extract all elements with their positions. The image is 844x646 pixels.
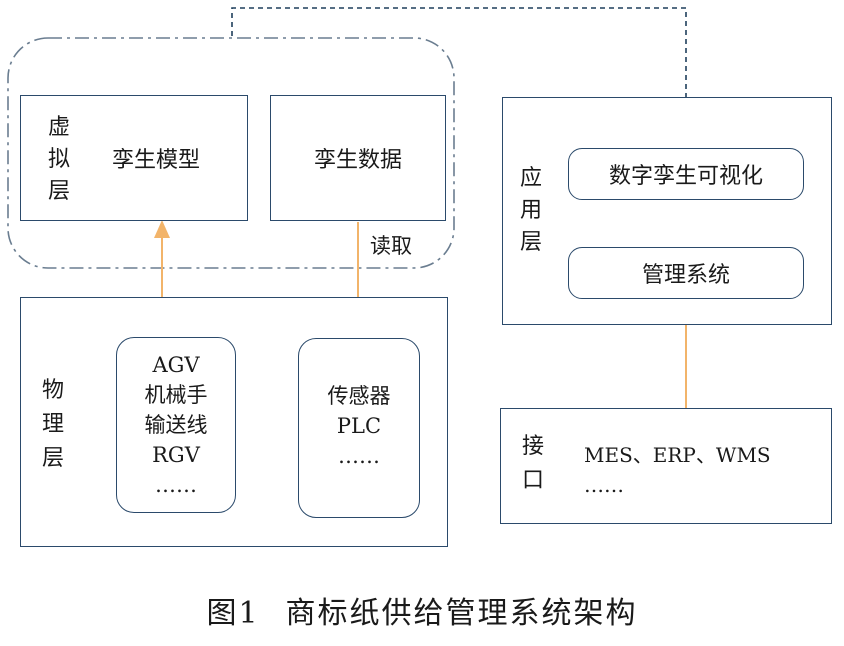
figure-number: 图1: [206, 596, 260, 631]
application-layer-char: 应: [519, 166, 542, 191]
sensor-item: PLC: [336, 414, 382, 438]
figure-caption: 图1 商标纸供给管理系统架构: [0, 588, 844, 632]
figure-title: 商标纸供给管理系统架构: [285, 596, 638, 631]
virtual-layer-char: 虚: [47, 115, 70, 140]
equipment-item: ……: [155, 473, 197, 497]
equipment-list: AGV 机械手 输送线 RGV ……: [116, 350, 236, 500]
equipment-box: [116, 337, 236, 513]
application-layer-char: 用: [519, 198, 542, 223]
virtual-layer-char: 拟: [47, 147, 70, 172]
twin-data-box: 孪生数据: [270, 95, 446, 221]
equipment-item: AGV: [152, 353, 200, 377]
visualization-box: 数字孪生可视化: [568, 148, 804, 200]
virtual-layer-boundary: [7, 37, 455, 269]
twin-visualization-link: [231, 7, 693, 147]
physical-layer-char: 层: [41, 446, 64, 471]
equipment-item: 机械手: [144, 383, 208, 407]
interface-char: 接: [521, 434, 544, 459]
virtual-layer-char: 层: [47, 179, 70, 204]
management-system-box: 管理系统: [568, 247, 804, 299]
virtual-layer-label: 虚 拟 层: [46, 112, 72, 208]
equipment-item: RGV: [152, 443, 200, 467]
interface-system-item: MES、ERP、WMS: [584, 443, 771, 467]
interface-systems: MES、ERP、WMS ……: [584, 440, 771, 500]
physical-layer-char: 理: [41, 412, 64, 437]
read-label: 读取: [370, 234, 412, 258]
visualization-label: 数字孪生可视化: [608, 164, 763, 189]
sensor-item: 传感器: [327, 384, 391, 408]
interface-system-item: ……: [584, 473, 624, 497]
interface-char: 口: [521, 468, 544, 493]
physical-layer-char: 物: [41, 378, 64, 403]
application-layer-label: 应 用 层: [518, 163, 544, 259]
sensor-list: 传感器 PLC ……: [298, 381, 420, 471]
equipment-item: 输送线: [144, 413, 208, 437]
application-layer-char: 层: [519, 230, 542, 255]
management-system-label: 管理系统: [641, 263, 730, 288]
sensor-box: [298, 338, 420, 518]
sensor-item: ……: [338, 444, 380, 468]
twin-data-label: 孪生数据: [313, 148, 402, 173]
physical-layer-label: 物 理 层: [40, 374, 66, 476]
twin-model-label: 孪生模型: [112, 148, 201, 173]
twin-model-box: [20, 95, 248, 221]
interface-box: [500, 408, 832, 524]
interface-label: 接 口: [520, 430, 546, 498]
